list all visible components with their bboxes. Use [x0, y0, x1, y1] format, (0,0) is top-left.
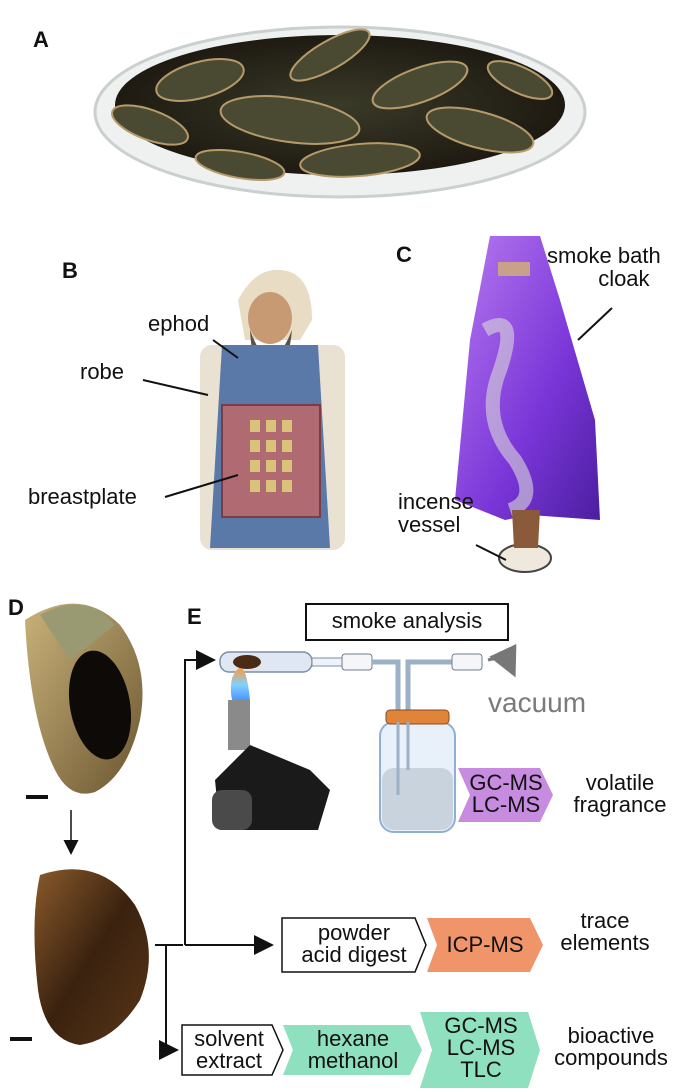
smoke-analysis-box	[305, 603, 509, 641]
cloak-leader-line	[577, 307, 613, 341]
bioactive-methods-label: GC-MS LC-MS TLC	[426, 1015, 536, 1081]
ephod-label: ephod	[148, 311, 210, 336]
powder-box	[281, 917, 427, 973]
panel-label-a: A	[33, 27, 49, 52]
bioactive-label: bioactive compounds	[545, 1025, 677, 1069]
solvent-label: solvent extract	[184, 1028, 274, 1072]
smoke-methods-label: GC-MS LC-MS	[462, 772, 550, 816]
bioactive-line1: bioactive	[567, 1023, 655, 1048]
cloak-label-line1: smoke bath	[547, 243, 661, 268]
vessel-label-line2: vessel	[398, 512, 461, 538]
panel-label-d: D	[8, 595, 24, 620]
solvent-line2: extract	[195, 1048, 263, 1073]
trace-line2: elements	[560, 930, 650, 955]
volatile-line2: fragrance	[573, 792, 667, 817]
panel-label-b: B	[62, 258, 78, 283]
powder-line1: powder	[317, 920, 391, 945]
cloak-label-line2: cloak	[598, 266, 650, 292]
vacuum-label: vacuum	[488, 687, 587, 718]
flow-lines	[155, 650, 274, 1060]
robe-label: robe	[80, 359, 125, 384]
analysis-chevron	[420, 1012, 540, 1088]
solvents-label: hexane methanol	[290, 1028, 416, 1072]
vessel-label: incense vessel	[398, 490, 474, 536]
bio-lcms: LC-MS	[446, 1035, 516, 1060]
trace-line1: trace	[580, 908, 630, 933]
murex-shell-image	[25, 603, 143, 794]
smoke-lcms: LC-MS	[471, 792, 541, 817]
methanol-label: methanol	[307, 1048, 399, 1073]
powder-line2: acid digest	[301, 942, 407, 967]
petri-dish-image	[93, 25, 587, 199]
trace-label: trace elements	[555, 910, 655, 954]
panel-label-c: C	[396, 242, 412, 267]
operculum-image	[34, 869, 149, 1045]
panel-label-e: E	[187, 604, 202, 629]
solvent-chevron	[283, 1025, 422, 1075]
breastplate-label: breastplate	[28, 484, 137, 509]
solvent-box	[181, 1024, 284, 1076]
icpms-chevron	[427, 918, 543, 972]
robe-leader-line	[142, 379, 209, 396]
hexane-label: hexane	[316, 1026, 390, 1051]
bio-tlc: TLC	[460, 1057, 502, 1082]
cloak-label: smoke bath cloak	[547, 244, 661, 290]
powder-label: powder acid digest	[284, 922, 424, 966]
smoke-apparatus	[219, 643, 517, 833]
smoke-analysis-label: smoke analysis	[331, 608, 483, 633]
vessel-label-line1: incense	[398, 489, 474, 514]
bio-gcms: GC-MS	[444, 1013, 518, 1038]
vessel-leader-line	[475, 544, 507, 561]
priest-figure-image	[200, 269, 345, 550]
volatile-label: volatile fragrance	[562, 772, 678, 816]
cloaked-figure-image	[455, 236, 600, 573]
volatile-line1: volatile	[585, 770, 655, 795]
bioactive-line2: compounds	[554, 1045, 668, 1070]
icpms-label: ICP-MS	[446, 932, 524, 957]
smoke-gcms: GC-MS	[469, 770, 543, 795]
solvent-line1: solvent	[194, 1026, 264, 1051]
smoke-chevron	[458, 768, 553, 822]
ephod-leader-line	[212, 339, 239, 359]
breastplate-leader-line	[164, 474, 239, 498]
torch-burner	[212, 667, 330, 830]
